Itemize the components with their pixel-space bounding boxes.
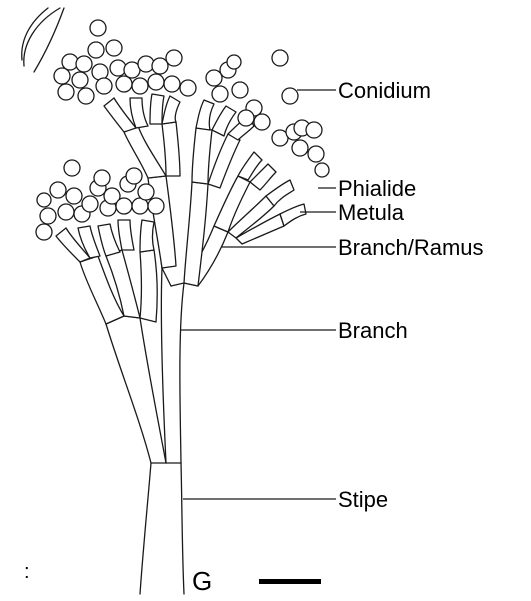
conidia (36, 20, 329, 240)
label-branch: Branch (338, 318, 408, 343)
label-conidium: Conidium (338, 78, 431, 103)
stipe (140, 463, 184, 594)
rami (148, 176, 228, 286)
label-branch-ramus: Branch/Ramus (338, 235, 484, 260)
label-metula: Metula (338, 200, 405, 225)
label-stipe: Stipe (338, 487, 388, 512)
left-branch (106, 316, 166, 463)
main-branch (161, 268, 184, 463)
adjacent-structure (22, 8, 64, 72)
scale-bar (259, 579, 321, 584)
panel-letter: G (192, 566, 212, 596)
label-phialide: Phialide (338, 176, 416, 201)
edge-mark: : (24, 561, 30, 583)
